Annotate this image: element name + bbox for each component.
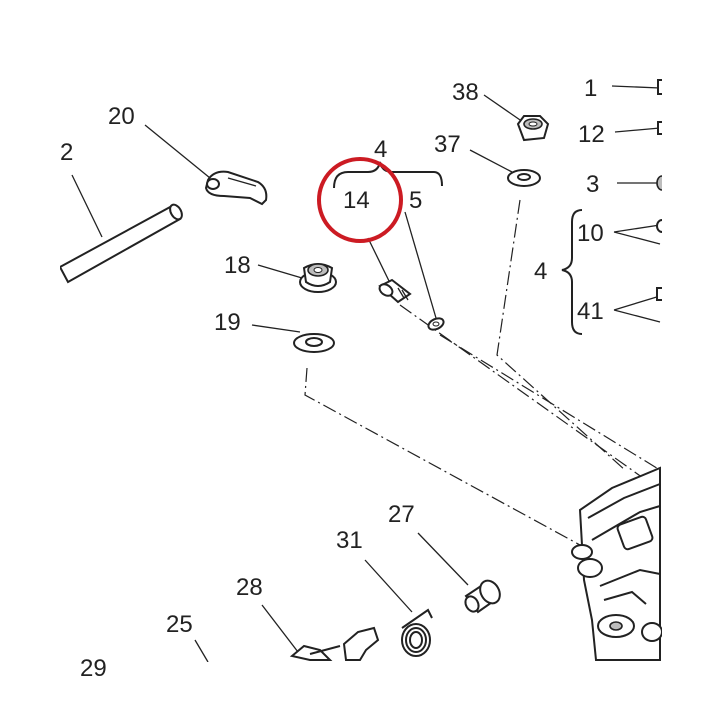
- highlight-circle: [317, 157, 403, 243]
- label-part-18: 18: [224, 252, 251, 279]
- bushing-27: [464, 579, 501, 614]
- nut-38: [516, 115, 550, 142]
- label-part-25: 25: [166, 611, 193, 638]
- label-part-5: 5: [409, 187, 422, 214]
- label-part-14: 14: [343, 187, 370, 214]
- left-crop: [0, 0, 60, 662]
- label-part-3: 3: [586, 171, 599, 198]
- cylinder-head: [571, 466, 663, 661]
- label-part-28: 28: [236, 574, 263, 601]
- bottom-crop: [0, 662, 720, 720]
- rocker-arm: [204, 170, 268, 206]
- label-part-27: 27: [388, 501, 415, 528]
- label-part-4-top: 4: [374, 136, 387, 163]
- flange-nut-18: [299, 263, 337, 293]
- washer-19: [293, 333, 335, 353]
- label-part-20: 20: [108, 103, 135, 130]
- label-part-4-side: 4: [534, 258, 547, 285]
- stud-14: [378, 278, 412, 304]
- pushrod: [58, 203, 183, 284]
- spring-31: [401, 608, 433, 657]
- label-part-10: 10: [577, 220, 604, 247]
- part-labels: 1 12 3 10 4 41 38 37 20 2 4 14 5 18 19 2…: [60, 75, 605, 682]
- label-part-29: 29: [80, 655, 107, 682]
- assembly-lines: [304, 199, 661, 546]
- label-part-31: 31: [336, 527, 363, 554]
- label-part-1: 1: [584, 75, 597, 102]
- label-part-19: 19: [214, 309, 241, 336]
- label-part-41: 41: [577, 298, 604, 325]
- lever-28: [289, 626, 380, 661]
- label-part-38: 38: [452, 79, 479, 106]
- washer-37: [507, 169, 541, 187]
- label-part-2: 2: [60, 139, 73, 166]
- clip-5: [427, 317, 445, 331]
- bracket-parts-4-side: [561, 209, 583, 335]
- label-part-12: 12: [578, 121, 605, 148]
- leader-lines: [71, 85, 661, 663]
- right-crop: [662, 0, 720, 720]
- label-part-37: 37: [434, 131, 461, 158]
- bracket-parts-4-top: [333, 161, 443, 189]
